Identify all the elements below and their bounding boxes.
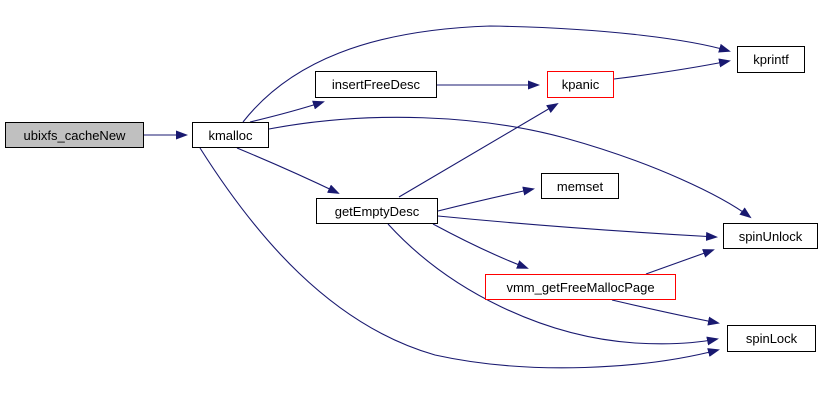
node-vmm_getFreeMallocPage[interactable]: vmm_getFreeMallocPage xyxy=(485,274,676,300)
node-kmalloc[interactable]: kmalloc xyxy=(192,122,269,148)
node-label-spinLock: spinLock xyxy=(745,331,798,346)
edge-vmm_getFreeMallocPage-to-spinLock xyxy=(611,299,720,326)
edge-getEmptyDesc-to-kpanic xyxy=(398,102,559,198)
edge-kpanic-to-kprintf xyxy=(613,58,731,80)
node-label-kpanic: kpanic xyxy=(561,77,600,92)
node-spinLock[interactable]: spinLock xyxy=(727,325,816,352)
node-label-memset: memset xyxy=(556,178,604,194)
node-kprintf[interactable]: kprintf xyxy=(737,46,805,73)
node-label-kmalloc: kmalloc xyxy=(208,127,253,143)
node-label-kprintf: kprintf xyxy=(753,52,789,67)
node-spinUnlock[interactable]: spinUnlock xyxy=(723,223,818,249)
node-label-getEmptyDesc: getEmptyDesc xyxy=(334,203,420,219)
edge-kmalloc-to-spinUnlock xyxy=(268,116,752,219)
edge-vmm_getFreeMallocPage-to-spinUnlock xyxy=(645,249,715,275)
node-memset[interactable]: memset xyxy=(541,173,619,199)
edge-kmalloc-to-spinLock xyxy=(199,147,720,369)
edge-getEmptyDesc-to-vmm_getFreeMallocPage xyxy=(432,223,529,269)
edge-kmalloc-to-kprintf xyxy=(242,25,731,123)
node-label-ubixfs_cacheNew: ubixfs_cacheNew xyxy=(23,127,126,143)
node-getEmptyDesc[interactable]: getEmptyDesc xyxy=(316,198,438,224)
node-label-spinUnlock: spinUnlock xyxy=(738,228,803,244)
node-kpanic[interactable]: kpanic xyxy=(547,71,614,98)
edge-getEmptyDesc-to-spinLock xyxy=(387,223,719,346)
edge-getEmptyDesc-to-memset xyxy=(437,186,535,212)
edge-kmalloc-to-insertFreeDesc xyxy=(249,100,325,123)
node-label-vmm_getFreeMallocPage: vmm_getFreeMallocPage xyxy=(506,279,655,295)
node-insertFreeDesc[interactable]: insertFreeDesc xyxy=(315,71,437,98)
edge-kmalloc-to-getEmptyDesc xyxy=(236,147,340,194)
node-ubixfs_cacheNew: ubixfs_cacheNew xyxy=(5,122,144,148)
node-label-insertFreeDesc: insertFreeDesc xyxy=(331,77,421,92)
edge-getEmptyDesc-to-spinUnlock xyxy=(437,215,718,241)
